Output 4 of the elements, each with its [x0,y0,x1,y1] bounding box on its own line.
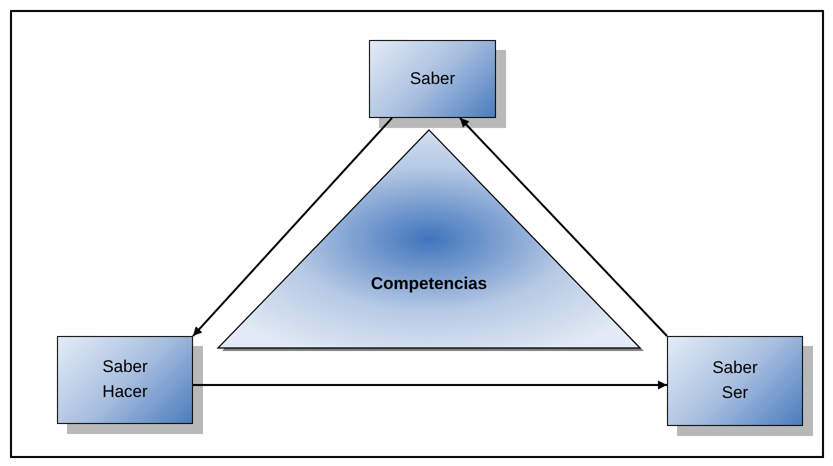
box-label: Saber Hacer [101,356,149,403]
arrow [193,380,667,390]
box-label: Saber Ser [711,357,759,404]
box-label: Saber [410,68,456,90]
